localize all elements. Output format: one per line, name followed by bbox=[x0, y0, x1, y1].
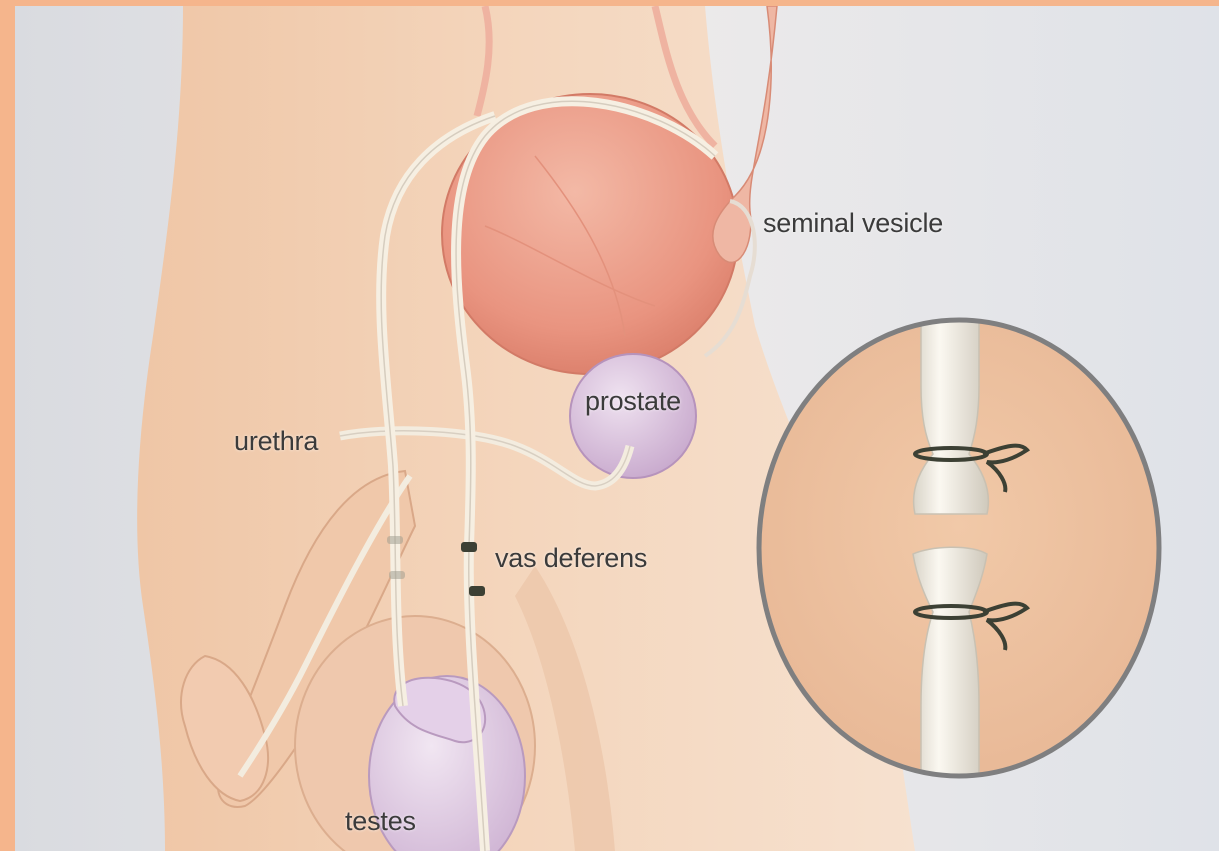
label-seminal-vesicle: seminal vesicle bbox=[763, 208, 943, 239]
clip-faint-upper bbox=[387, 536, 403, 544]
label-vas-deferens: vas deferens bbox=[495, 543, 647, 574]
label-prostate: prostate bbox=[585, 386, 681, 417]
inset-duct-upper bbox=[914, 306, 989, 514]
illustration-frame: seminal vesicle prostate urethra vas def… bbox=[15, 6, 1219, 851]
clip-lower bbox=[469, 586, 485, 596]
label-urethra: urethra bbox=[234, 426, 318, 457]
inset-duct-lower bbox=[913, 547, 987, 806]
label-testes: testes bbox=[345, 806, 416, 837]
clip-faint-lower bbox=[389, 571, 405, 579]
clip-upper bbox=[461, 542, 477, 552]
vasectomy-anatomy-illustration bbox=[15, 6, 1219, 851]
